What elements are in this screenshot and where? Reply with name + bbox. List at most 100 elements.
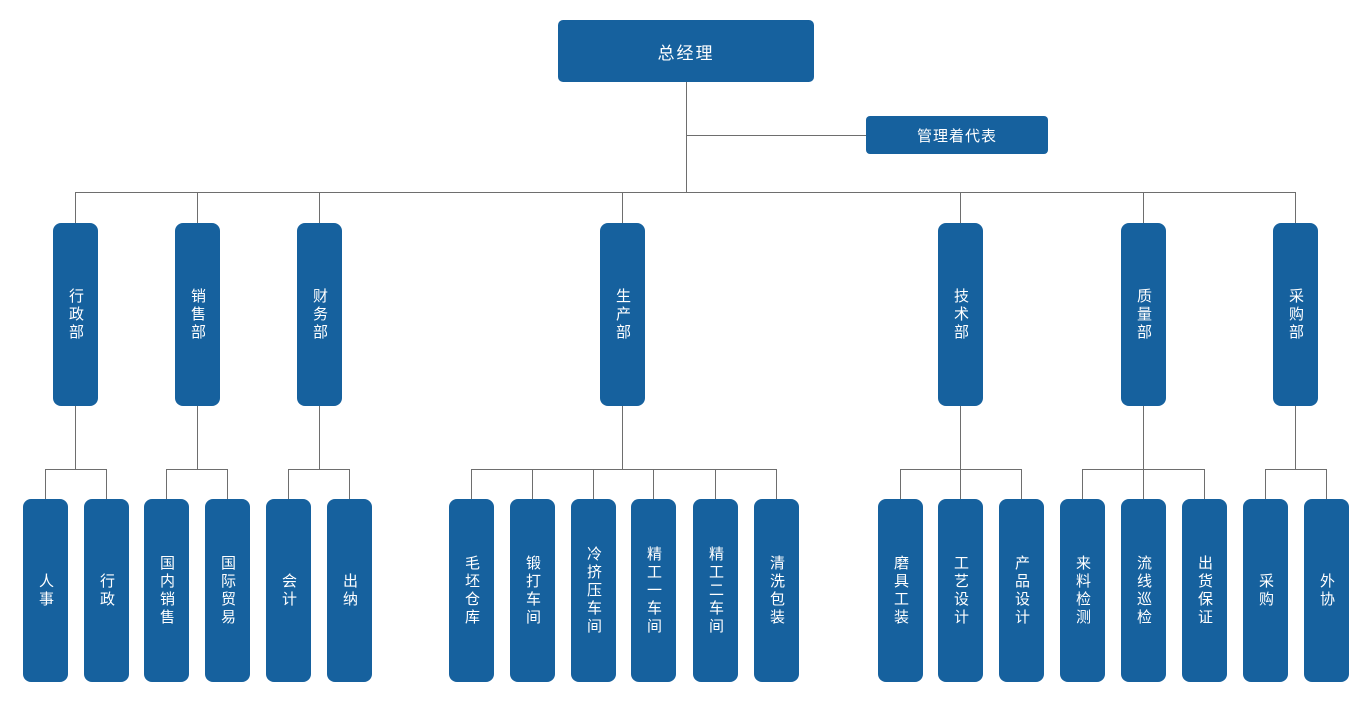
org-node-finance-dept[interactable]: 财务部 xyxy=(297,223,342,406)
connector-dept-stub xyxy=(75,192,76,223)
connector-child-stub xyxy=(227,469,228,499)
org-node-blank-warehouse[interactable]: 毛坯仓库 xyxy=(449,499,494,682)
connector-child-stub xyxy=(1021,469,1022,499)
org-node-label: 国内销售 xyxy=(158,554,175,627)
connector-dept-stub xyxy=(319,192,320,223)
org-node-forging-workshop[interactable]: 锻打车间 xyxy=(510,499,555,682)
connector-child-stub xyxy=(471,469,472,499)
org-node-quality-dept[interactable]: 质量部 xyxy=(1121,223,1166,406)
connector-root-trunk xyxy=(686,82,687,192)
connector-child-stub xyxy=(1143,469,1144,499)
org-node-production-dept[interactable]: 生产部 xyxy=(600,223,645,406)
org-node-label: 锻打车间 xyxy=(524,554,541,627)
org-node-label: 出纳 xyxy=(341,572,358,609)
org-node-label: 销售部 xyxy=(189,287,206,342)
org-node-sales-dept[interactable]: 销售部 xyxy=(175,223,220,406)
org-node-label: 出货保证 xyxy=(1196,554,1213,627)
org-node-grinding-tooling[interactable]: 磨具工装 xyxy=(878,499,923,682)
org-node-precision-workshop-2[interactable]: 精工二车间 xyxy=(693,499,738,682)
org-node-label: 技术部 xyxy=(952,287,969,342)
connector-child-stub xyxy=(532,469,533,499)
org-node-shipment-assurance[interactable]: 出货保证 xyxy=(1182,499,1227,682)
org-node-label: 外协 xyxy=(1318,572,1335,609)
org-node-international-trade[interactable]: 国际贸易 xyxy=(205,499,250,682)
connector-child-bus xyxy=(1265,469,1327,470)
org-node-incoming-inspection[interactable]: 来料检测 xyxy=(1060,499,1105,682)
org-node-label: 精工一车间 xyxy=(645,545,662,636)
connector-child-stub xyxy=(349,469,350,499)
connector-child-bus xyxy=(166,469,228,470)
connector-child-stub xyxy=(593,469,594,499)
connector-child-bus xyxy=(288,469,350,470)
org-node-product-design[interactable]: 产品设计 xyxy=(999,499,1044,682)
org-node-purchasing-dept[interactable]: 采购部 xyxy=(1273,223,1318,406)
org-node-label: 清洗包装 xyxy=(768,554,785,627)
org-node-label: 采购部 xyxy=(1287,287,1304,342)
connector-staff-branch xyxy=(686,135,866,136)
connector-child-stub xyxy=(653,469,654,499)
org-node-technology-dept[interactable]: 技术部 xyxy=(938,223,983,406)
org-node-label: 管理着代表 xyxy=(916,127,997,145)
org-node-label: 行政部 xyxy=(67,287,84,342)
org-node-label: 国际贸易 xyxy=(219,554,236,627)
org-node-cold-extrusion-workshop[interactable]: 冷挤压车间 xyxy=(571,499,616,682)
org-node-label: 生产部 xyxy=(614,287,631,342)
connector-dept-trunk xyxy=(622,406,623,469)
org-node-label: 毛坯仓库 xyxy=(463,554,480,627)
org-node-purchasing[interactable]: 采购 xyxy=(1243,499,1288,682)
connector-dept-trunk xyxy=(319,406,320,469)
org-node-label: 流线巡检 xyxy=(1135,554,1152,627)
org-node-label: 人事 xyxy=(37,572,54,609)
connector-child-stub xyxy=(776,469,777,499)
org-node-label: 产品设计 xyxy=(1013,554,1030,627)
connector-dept-stub xyxy=(1143,192,1144,223)
connector-dept-trunk xyxy=(1295,406,1296,469)
connector-child-stub xyxy=(288,469,289,499)
org-node-label: 会计 xyxy=(280,572,297,609)
org-node-hr[interactable]: 人事 xyxy=(23,499,68,682)
connector-child-stub xyxy=(166,469,167,499)
org-node-management-representative[interactable]: 管理着代表 xyxy=(866,116,1048,154)
org-node-label: 质量部 xyxy=(1135,287,1152,342)
connector-child-stub xyxy=(106,469,107,499)
org-node-cleaning-packaging[interactable]: 清洗包装 xyxy=(754,499,799,682)
org-node-label: 冷挤压车间 xyxy=(585,545,602,636)
org-node-label: 来料检测 xyxy=(1074,554,1091,627)
connector-child-stub xyxy=(1204,469,1205,499)
connector-dept-trunk xyxy=(197,406,198,469)
connector-child-bus xyxy=(471,469,777,470)
connector-child-stub xyxy=(900,469,901,499)
connector-dept-stub xyxy=(197,192,198,223)
org-node-accounting[interactable]: 会计 xyxy=(266,499,311,682)
connector-main-bus xyxy=(75,192,1296,193)
org-node-label: 采购 xyxy=(1257,572,1274,609)
connector-dept-trunk xyxy=(960,406,961,469)
org-node-process-design[interactable]: 工艺设计 xyxy=(938,499,983,682)
connector-dept-stub xyxy=(960,192,961,223)
org-node-outsourcing[interactable]: 外协 xyxy=(1304,499,1349,682)
org-node-label: 工艺设计 xyxy=(952,554,969,627)
connector-child-stub xyxy=(1265,469,1266,499)
org-node-label: 磨具工装 xyxy=(892,554,909,627)
org-node-admin[interactable]: 行政 xyxy=(84,499,129,682)
connector-child-bus xyxy=(45,469,107,470)
org-node-label: 精工二车间 xyxy=(707,545,724,636)
org-node-admin-dept[interactable]: 行政部 xyxy=(53,223,98,406)
org-node-precision-workshop-1[interactable]: 精工一车间 xyxy=(631,499,676,682)
connector-child-stub xyxy=(960,469,961,499)
connector-child-stub xyxy=(45,469,46,499)
connector-child-bus xyxy=(900,469,1022,470)
org-node-domestic-sales[interactable]: 国内销售 xyxy=(144,499,189,682)
connector-child-stub xyxy=(1326,469,1327,499)
org-node-general-manager[interactable]: 总经理 xyxy=(558,20,814,82)
connector-dept-stub xyxy=(622,192,623,223)
connector-child-stub xyxy=(715,469,716,499)
org-node-label: 总经理 xyxy=(657,43,715,63)
connector-dept-stub xyxy=(1295,192,1296,223)
org-node-label: 财务部 xyxy=(311,287,328,342)
connector-dept-trunk xyxy=(75,406,76,469)
org-node-line-patrol-inspection[interactable]: 流线巡检 xyxy=(1121,499,1166,682)
org-node-cashier[interactable]: 出纳 xyxy=(327,499,372,682)
connector-child-stub xyxy=(1082,469,1083,499)
